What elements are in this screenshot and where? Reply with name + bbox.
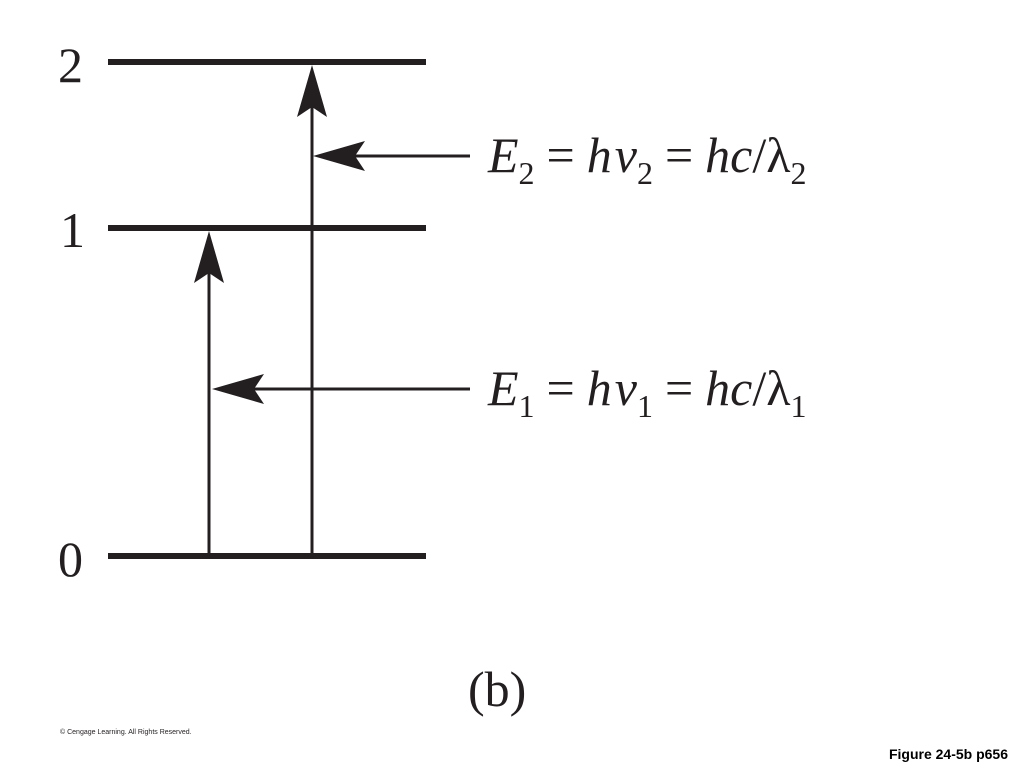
energy-level-label-2: 2 [58, 37, 83, 93]
copyright-notice: © Cengage Learning. All Rights Reserved. [60, 729, 192, 736]
transition-0-to-2-arrowhead [297, 65, 327, 117]
e2-pointer-arrowhead [313, 141, 365, 171]
energy-equation-2: E2=hν2=hc/λ2 [488, 127, 807, 191]
energy-level-label-0: 0 [58, 531, 83, 587]
e1-pointer-arrowhead [212, 374, 264, 404]
energy-equation-1: E1=hν1=hc/λ1 [488, 360, 807, 424]
figure-reference: Figure 24-5b p656 [888, 746, 1008, 762]
energy-level-label-1: 1 [60, 202, 85, 258]
transition-0-to-1-arrowhead [194, 231, 224, 283]
panel-label: (b) [468, 661, 527, 717]
